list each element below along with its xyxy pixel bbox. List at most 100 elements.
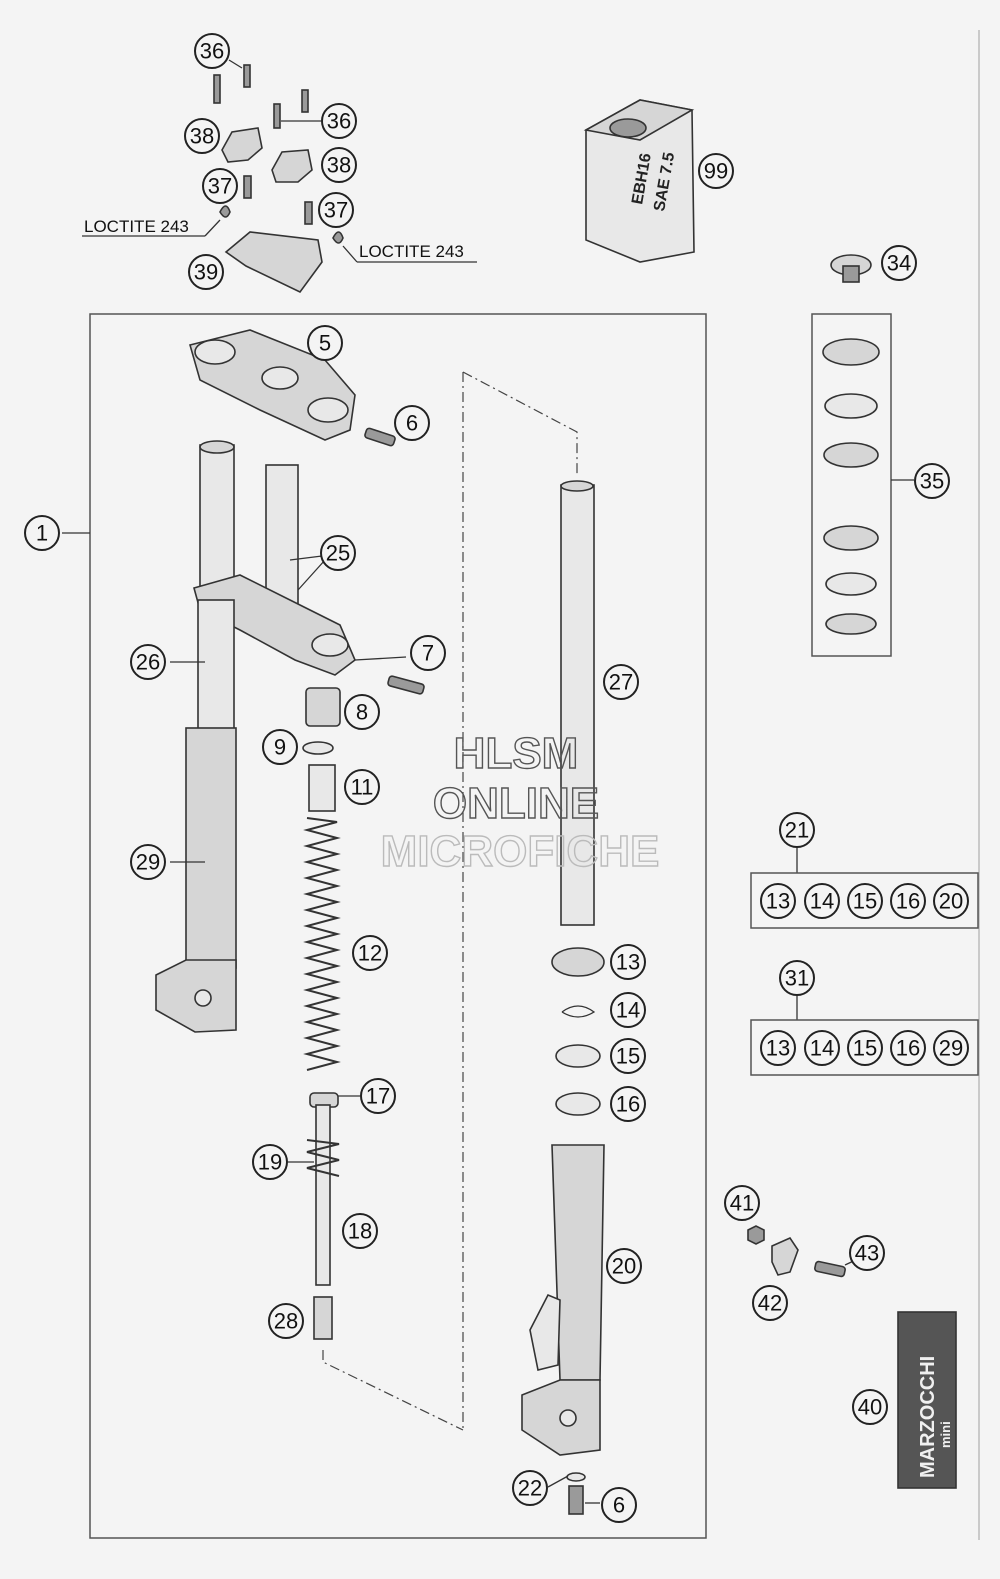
svg-text:17: 17: [366, 1084, 390, 1109]
callout-41: 41: [724, 1185, 760, 1221]
oil-can: EBH16 SAE 7.5: [583, 99, 695, 263]
handlebar-clamp-group: [82, 59, 477, 294]
svg-text:9: 9: [274, 735, 286, 760]
bolt-43: [814, 1260, 846, 1278]
washer-15: [555, 1044, 601, 1068]
bushing-28: [313, 1296, 333, 1340]
callout-14: 14: [610, 992, 646, 1028]
clamp-38-b: [271, 149, 313, 183]
leader-36a: [228, 59, 243, 69]
bearing-cup-top: [823, 442, 879, 468]
leader-22: [547, 1475, 569, 1488]
svg-text:39: 39: [194, 260, 218, 285]
svg-text:25: 25: [326, 541, 350, 566]
kit-boxes: [750, 848, 979, 1076]
svg-text:12: 12: [358, 941, 382, 966]
callout-1: 1: [24, 515, 60, 551]
callout-6-bottom: 6: [601, 1487, 637, 1523]
callout-40: 40: [852, 1389, 888, 1425]
bolt-37-a: [243, 175, 252, 199]
leader-loctite-left-diag: [204, 219, 221, 237]
callout-11: 11: [344, 769, 380, 805]
triple-clamp-5-hole-center: [261, 366, 299, 390]
svg-text:13: 13: [616, 950, 640, 975]
assembly-center-line: [322, 371, 578, 1431]
kit-21-item: 14: [804, 883, 840, 919]
callout-21: 21: [779, 812, 815, 848]
svg-text:40: 40: [858, 1395, 882, 1420]
svg-text:99: 99: [704, 159, 728, 184]
bolt-36-c: [273, 103, 281, 129]
svg-text:15: 15: [616, 1044, 640, 1069]
kit-31-item: 13: [760, 1030, 796, 1066]
steering-bearing-group: [811, 254, 914, 657]
callout-38-a: 38: [184, 118, 220, 154]
svg-text:19: 19: [258, 1150, 282, 1175]
steering-stem-25: [265, 464, 299, 606]
watermark-line-1: HLSM: [454, 729, 579, 778]
svg-text:22: 22: [518, 1476, 542, 1501]
svg-text:37: 37: [324, 198, 348, 223]
fork-cap-8: [305, 687, 341, 727]
svg-text:34: 34: [887, 251, 911, 276]
left-fork-leg: [155, 599, 237, 1033]
callout-18: 18: [342, 1213, 378, 1249]
bearing-kit-frame: [811, 313, 892, 657]
logo-plate: [897, 1311, 957, 1489]
callout-36-b: 36: [321, 103, 357, 139]
fork-slider-20: [551, 1144, 605, 1381]
clamp-38-a: [221, 127, 263, 163]
loctite-label-left: LOCTITE 243: [84, 217, 189, 236]
watermark: HLSM ONLINE MICROFICHE: [380, 728, 660, 876]
kit-21-item: 13: [760, 883, 796, 919]
bolt-36-d: [301, 89, 309, 113]
svg-text:14: 14: [616, 998, 640, 1023]
svg-text:20: 20: [612, 1254, 636, 1279]
callout-5: 5: [307, 325, 343, 361]
kit-31-item: 15: [847, 1030, 883, 1066]
seal-13: [551, 947, 605, 977]
callout-15: 15: [610, 1038, 646, 1074]
svg-text:31: 31: [785, 966, 809, 991]
spring-12: [303, 817, 341, 1071]
svg-text:16: 16: [896, 889, 920, 914]
steering-nut-34-thread: [842, 265, 860, 283]
callout-20: 20: [606, 1248, 642, 1284]
kit-21-item: 15: [847, 883, 883, 919]
damper-rod-18: [315, 1104, 331, 1286]
callout-31: 31: [779, 960, 815, 996]
kit-21-box: [750, 872, 979, 929]
kit-21-item: 16: [890, 883, 926, 919]
loctite-drop-right: [332, 231, 344, 244]
leader-25b: [289, 555, 323, 561]
svg-text:20: 20: [939, 889, 963, 914]
logo-brand-text: MARZOCCHI: [917, 1356, 939, 1478]
kit-31-box: [750, 1019, 979, 1076]
bearing-cup-bottom: [823, 525, 879, 551]
svg-text:16: 16: [896, 1036, 920, 1061]
callout-16: 16: [610, 1086, 646, 1122]
lower-clamp-hole: [311, 633, 349, 657]
svg-text:15: 15: [853, 1036, 877, 1061]
bolt-6-bottom: [568, 1485, 584, 1515]
svg-text:8: 8: [356, 700, 368, 725]
svg-text:13: 13: [766, 1036, 790, 1061]
fork-tube-26-top: [199, 444, 235, 596]
fork-tube-27-top: [560, 480, 594, 492]
fork-tube-26: [197, 599, 235, 731]
callout-99: 99: [698, 153, 734, 189]
svg-text:36: 36: [200, 39, 224, 64]
right-fork-leg: [521, 480, 605, 1515]
svg-text:36: 36: [327, 109, 351, 134]
caliper-mount: [529, 1293, 561, 1371]
svg-text:41: 41: [730, 1191, 754, 1216]
internal-parts-column: [288, 687, 360, 1340]
svg-text:35: 35: [920, 469, 944, 494]
svg-text:1: 1: [36, 521, 48, 546]
loctite-label-right: LOCTITE 243: [359, 242, 464, 261]
leader-loctite-right-diag: [342, 245, 358, 263]
kit-31-item: 16: [890, 1030, 926, 1066]
leader-7: [354, 656, 407, 661]
marzocchi-logo: MARZOCCHI mini: [897, 1311, 957, 1489]
callout-37-a: 37: [202, 168, 238, 204]
